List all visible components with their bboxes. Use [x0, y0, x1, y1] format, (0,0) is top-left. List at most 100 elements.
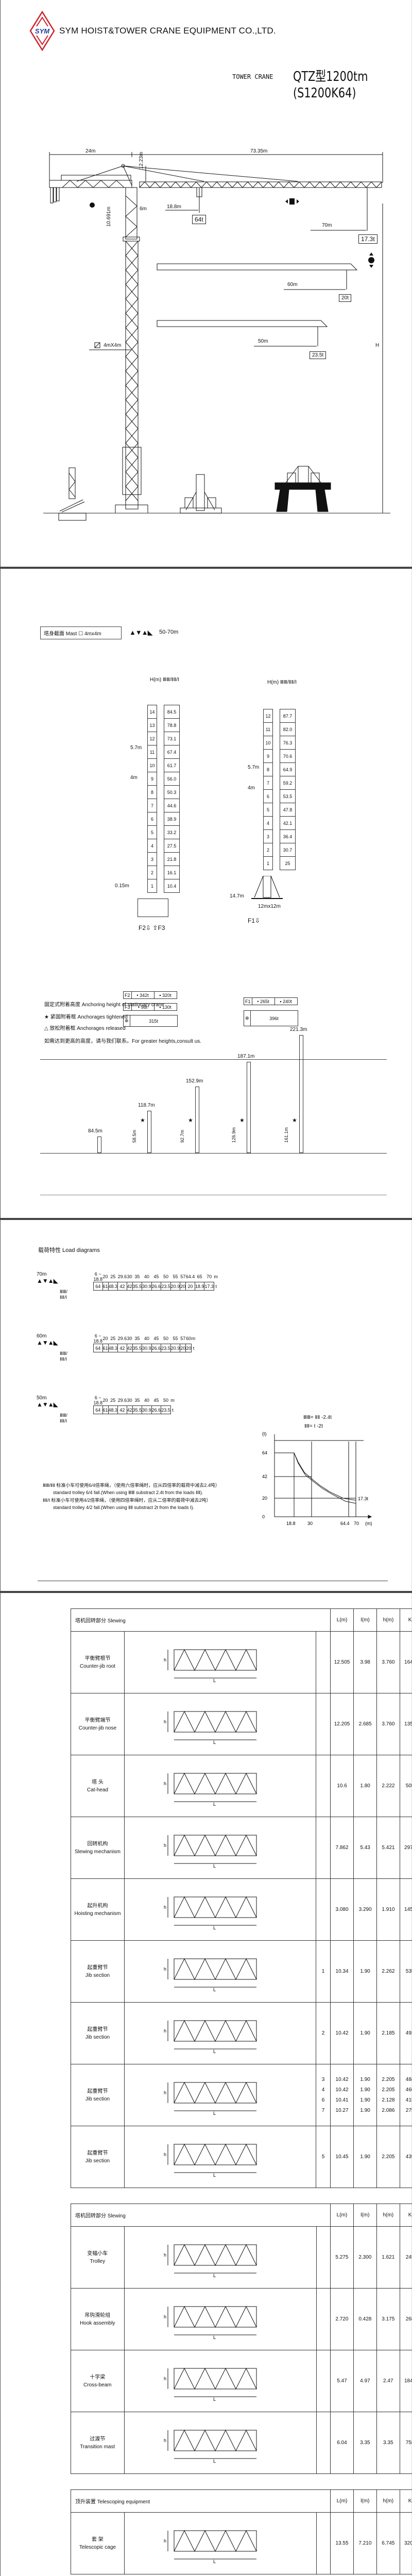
- svg-text:h: h: [164, 2152, 166, 2157]
- svg-text:h: h: [164, 2028, 166, 2033]
- radius-max-load: 18.8m: [167, 204, 181, 210]
- load-notes: ⅢⅢ/ⅡⅡ 标准小车可使用6/4倍率绳，（使用六倍率绳时，应从四倍率的载荷中减去…: [43, 1483, 220, 1511]
- crane-elevation-drawing: [43, 152, 390, 521]
- svg-text:h: h: [164, 2538, 166, 2544]
- tower-height: 118.7m: [138, 1103, 155, 1108]
- svg-text:L: L: [213, 2459, 216, 2464]
- company-name: SYM HOIST&TOWER CRANE EQUIPMENT CO.,LTD.: [59, 26, 276, 36]
- counter-jib-length: 24m: [85, 148, 96, 154]
- anchor-height: 92.7m: [180, 1129, 185, 1143]
- dimensions-table: 塔机回转部分 SlewingL(m)l(m)h(m)Kg平衡臂根节Counter…: [71, 1608, 412, 2188]
- page-mast: 塔身截面 Mast ☐ 4mx4m ▲▼▲◣ 50-70m H(m) ⅢⅢ/ⅡⅡ…: [0, 569, 412, 1136]
- svg-text:17.3t: 17.3t: [358, 1496, 369, 1501]
- company-logo: SYM: [29, 10, 55, 52]
- anchored-tower: [147, 1111, 151, 1153]
- svg-text:L: L: [213, 2559, 216, 2564]
- product-code: (S1200K64): [293, 86, 356, 101]
- hook-clearance: 10.691m: [106, 207, 112, 227]
- stationary-col-header: H(m) ⅢⅢ/ⅡⅡ/Ⅰ: [150, 677, 180, 683]
- svg-text:L: L: [213, 2111, 216, 2116]
- load-tip-60-box: 20t: [339, 294, 351, 302]
- mobile-dim-b: 4m: [248, 785, 255, 791]
- dimensions-table: 顶升装置 Telescoping equipmentL(m)l(m)h(m)Kg…: [70, 2489, 412, 2574]
- height-label: H: [375, 343, 380, 348]
- svg-text:h: h: [164, 1719, 166, 1724]
- svg-text:h: h: [164, 1905, 166, 1910]
- tower-height: 187.1m: [237, 1054, 255, 1059]
- jib-icon: ▲▼▲◣: [37, 1277, 58, 1284]
- radius-tip-60: 60m: [287, 282, 298, 287]
- legend-released: △ 放松附着框 Anchorages released: [44, 1026, 126, 1031]
- tower-height: 221.3m: [290, 1027, 307, 1032]
- jib-icon: ▲▼▲◣: [37, 1401, 58, 1408]
- tower-height: 84.5m: [88, 1128, 102, 1134]
- mast-section-title: 塔身截面 Mast ☐ 4mx4m: [40, 626, 122, 639]
- anchored-tower: [97, 1137, 101, 1153]
- page-divider: [0, 1218, 412, 1220]
- svg-text:L: L: [213, 1802, 216, 1807]
- svg-text:(t): (t): [262, 1431, 267, 1436]
- load-tip-50-box: 23.5t: [310, 351, 327, 359]
- radius-tip-50: 50m: [258, 338, 268, 344]
- svg-text:18.8: 18.8: [286, 1521, 296, 1526]
- dimensions-table: 塔机回转部分 SlewingL(m)l(m)h(m)Kg变幅小车TrolleyL…: [71, 2204, 412, 2474]
- page-anchoring: 固定式附着高度 Anchoring height of stationary c…: [0, 1002, 412, 1218]
- svg-text:64.4: 64.4: [340, 1521, 350, 1526]
- svg-text:h: h: [164, 2090, 166, 2095]
- stationary-dim-a: 5.7m: [130, 745, 142, 751]
- svg-text:L: L: [213, 1678, 216, 1683]
- jib-length: 73.35m: [250, 148, 268, 154]
- legend-tightened: ★ 紧固附着框 Anchorages tightened: [44, 1014, 128, 1020]
- svg-text:L: L: [213, 2397, 216, 2402]
- svg-text:h: h: [164, 2314, 166, 2319]
- svg-text:70: 70: [354, 1521, 359, 1526]
- anchored-tower: [195, 1087, 199, 1153]
- svg-text:SYM: SYM: [35, 27, 50, 35]
- svg-text:42: 42: [262, 1474, 267, 1479]
- formula-6-4: ⅢⅢ= ⅡⅡ -2.4t: [303, 1415, 332, 1420]
- svg-text:L: L: [213, 1740, 216, 1745]
- svg-text:h: h: [164, 1781, 166, 1786]
- page-general: SYM SYM HOIST&TOWER CRANE EQUIPMENT CO.,…: [0, 0, 412, 567]
- svg-text:L: L: [213, 1925, 216, 1930]
- svg-text:h: h: [164, 2438, 166, 2443]
- max-load-box: 64t: [192, 215, 206, 224]
- cathead-height: 12.23m: [139, 151, 144, 169]
- anchor-height: 58.5m: [132, 1129, 137, 1143]
- svg-text:h: h: [164, 2376, 166, 2381]
- svg-text:L: L: [213, 1987, 216, 1992]
- anchor-height: 161.1m: [284, 1127, 289, 1143]
